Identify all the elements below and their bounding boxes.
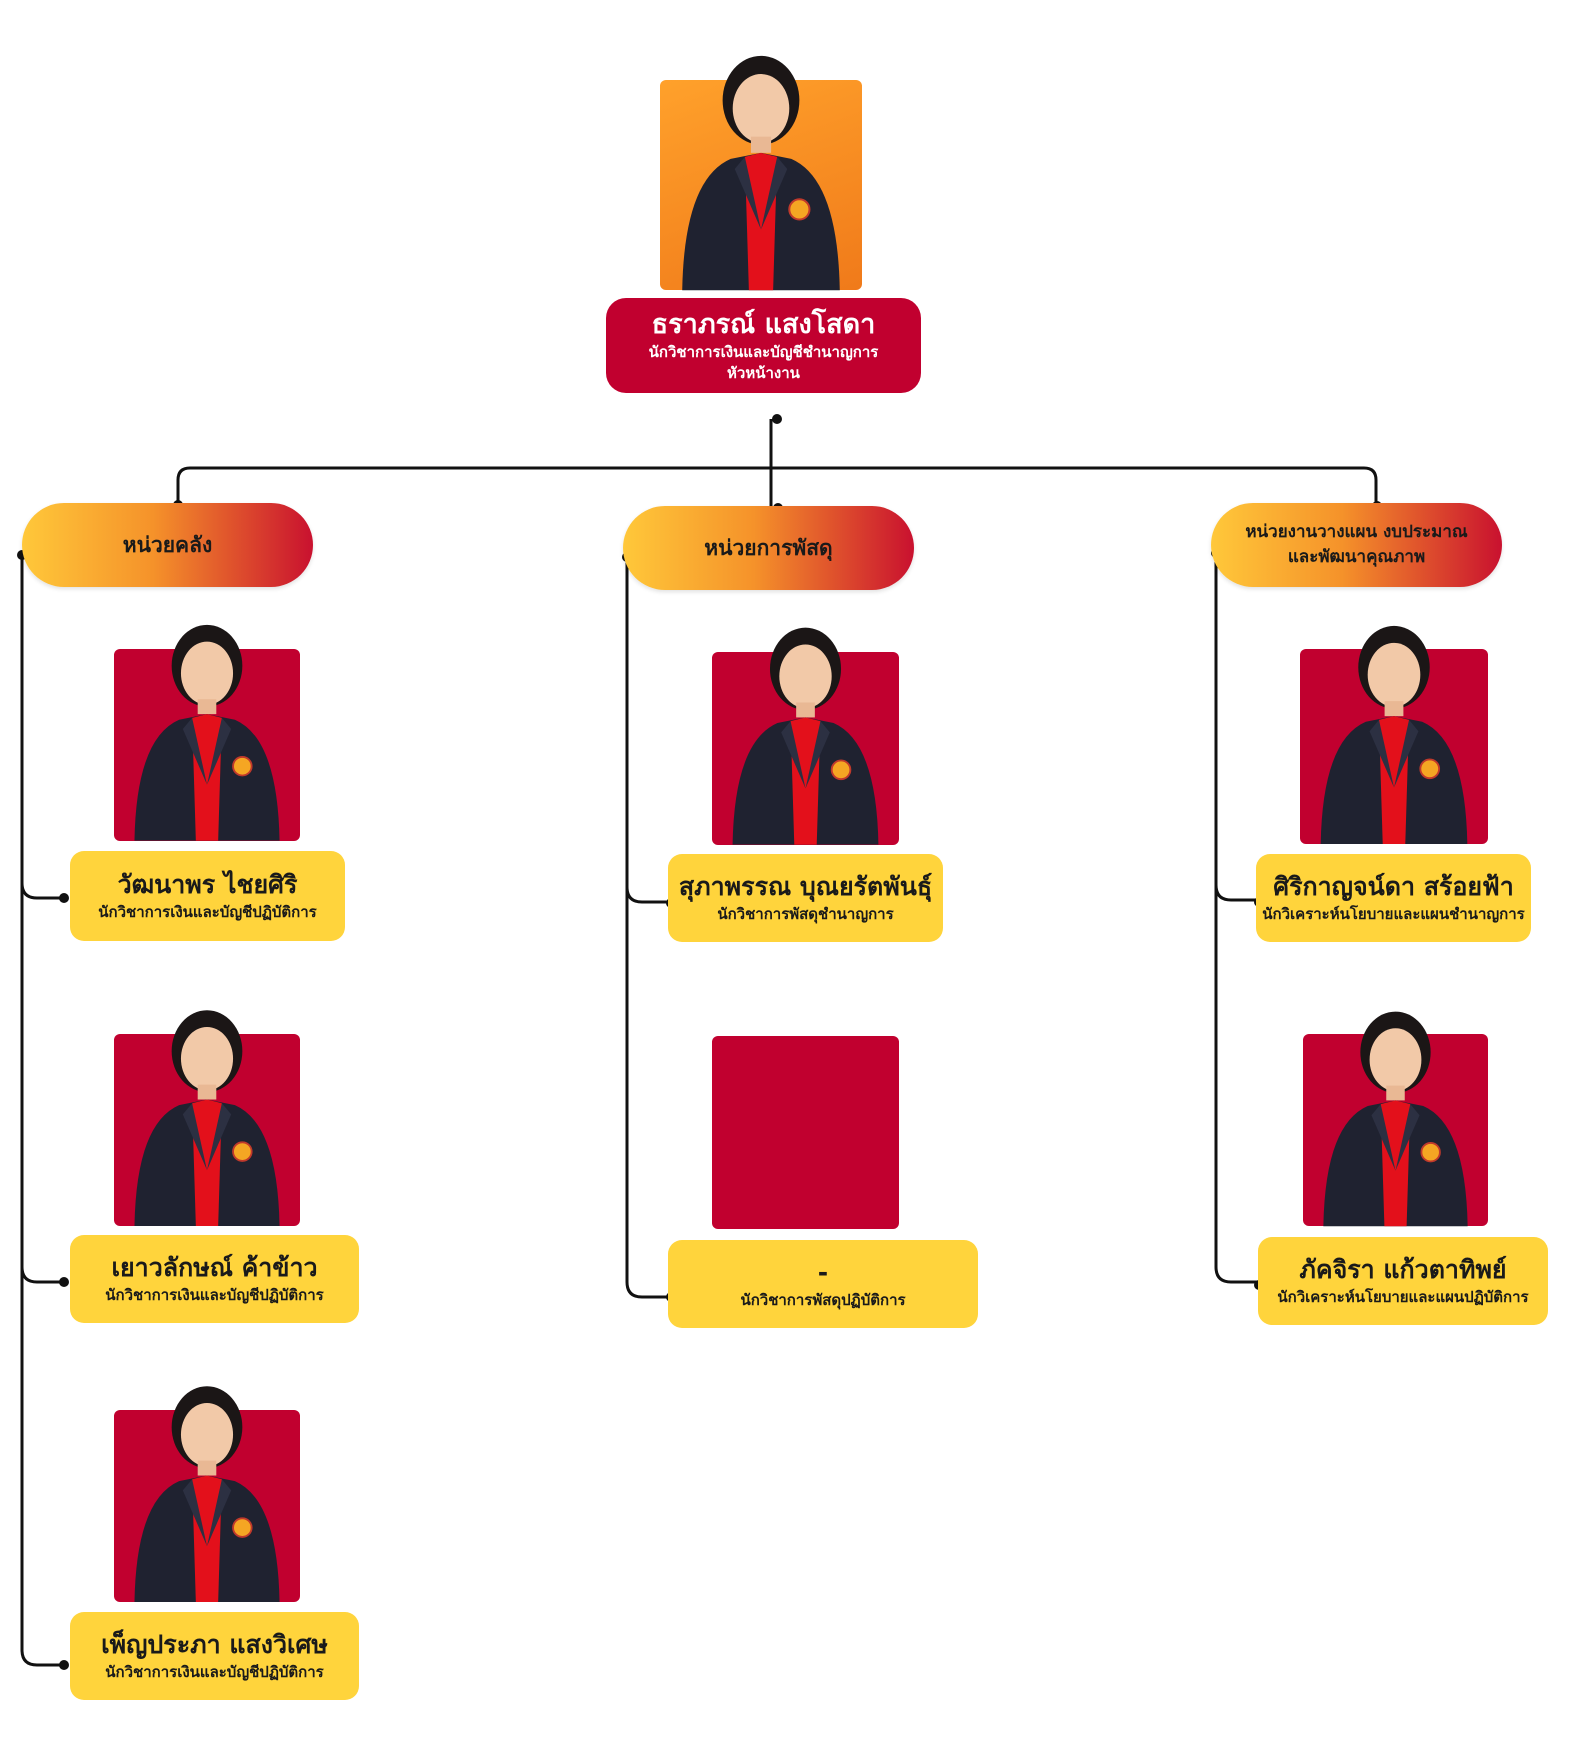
member-role: นักวิชาการพัสดุปฏิบัติการ	[740, 1291, 906, 1309]
head-subrole: หัวหน้างาน	[727, 363, 800, 382]
member-photo	[114, 1362, 300, 1603]
member-name: เพ็ญประภา แสงวิเศษ	[101, 1630, 328, 1659]
member-card: สุภาพรรณ บุณยรัตพันธุ์ นักวิชาการพัสดุชำ…	[668, 854, 943, 942]
member-photo	[1303, 970, 1488, 1227]
unit-procurement-header: หน่วยการพัสดุ	[623, 506, 914, 590]
member-name: -	[817, 1258, 829, 1287]
member-name: ภัคจิรา แก้วตาทิพย์	[1299, 1255, 1507, 1284]
unit-planning-title-line1: หน่วยงานวางแผน งบประมาณ	[1245, 522, 1468, 542]
head-name: ธราภรณ์ แสงโสดา	[651, 308, 876, 340]
member-photo	[1300, 604, 1488, 845]
head-photo	[660, 44, 862, 292]
head-name-card: ธราภรณ์ แสงโสดา นักวิชาการเงินและบัญชีชำ…	[606, 298, 921, 393]
unit-treasury-title: หน่วยคลัง	[122, 533, 213, 557]
member-name: เยาวลักษณ์ ค้าข้าว	[111, 1253, 318, 1282]
member-card: เพ็ญประภา แสงวิเศษ นักวิชาการเงินและบัญช…	[70, 1612, 359, 1700]
member-role: นักวิเคราะห์นโยบายและแผนปฏิบัติการ	[1277, 1288, 1529, 1306]
member-role: นักวิชาการพัสดุชำนาญการ	[717, 905, 894, 923]
member-name: ศิริกาญจน์ดา สร้อยฟ้า	[1273, 872, 1514, 901]
member-name: วัฒนาพร ไชยศิริ	[117, 870, 298, 899]
member-card: - นักวิชาการพัสดุปฏิบัติการ	[668, 1240, 978, 1328]
unit-planning-title-line2: และพัฒนาคุณภาพ	[1287, 547, 1426, 567]
member-role: นักวิชาการเงินและบัญชีปฏิบัติการ	[98, 903, 317, 921]
member-card: ศิริกาญจน์ดา สร้อยฟ้า นักวิเคราะห์นโยบาย…	[1256, 854, 1531, 942]
unit-procurement-title: หน่วยการพัสดุ	[704, 536, 833, 560]
member-role: นักวิเคราะห์นโยบายและแผนชำนาญการ	[1262, 905, 1525, 923]
member-role: นักวิชาการเงินและบัญชีปฏิบัติการ	[105, 1286, 324, 1304]
member-photo	[712, 607, 899, 846]
head-role: นักวิชาการเงินและบัญชีชำนาญการ	[648, 342, 879, 361]
member-role: นักวิชาการเงินและบัญชีปฏิบัติการ	[105, 1663, 324, 1681]
member-card: เยาวลักษณ์ ค้าข้าว นักวิชาการเงินและบัญช…	[70, 1235, 359, 1323]
unit-treasury-header: หน่วยคลัง	[22, 503, 313, 587]
member-card: ภัคจิรา แก้วตาทิพย์ นักวิเคราะห์นโยบายแล…	[1258, 1237, 1548, 1325]
member-photo	[114, 986, 300, 1227]
member-photo-placeholder	[712, 1036, 899, 1229]
member-photo	[114, 603, 300, 842]
member-name: สุภาพรรณ บุณยรัตพันธุ์	[678, 872, 933, 901]
member-card: วัฒนาพร ไชยศิริ นักวิชาการเงินและบัญชีปฏ…	[70, 851, 345, 941]
unit-planning-header: หน่วยงานวางแผน งบประมาณ และพัฒนาคุณภาพ	[1211, 503, 1502, 587]
